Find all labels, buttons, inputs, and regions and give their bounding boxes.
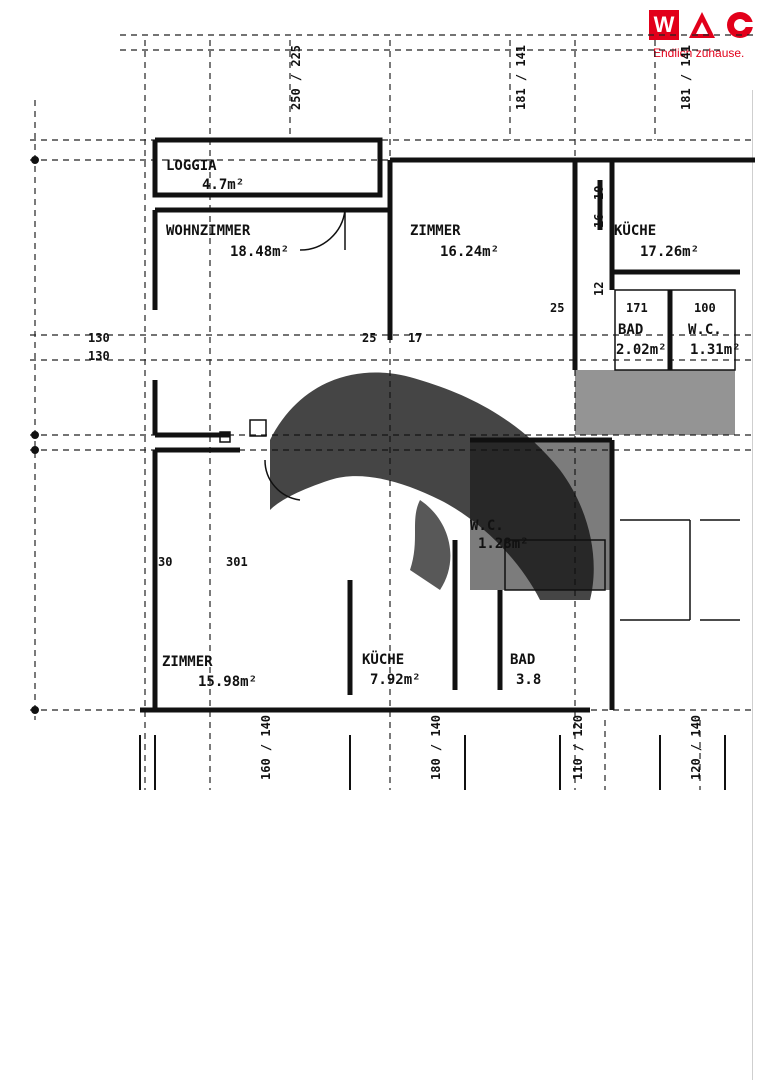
dim-inner-2: 17 — [408, 331, 422, 345]
dim-top-2: 181 / 141 — [514, 45, 528, 110]
room-name-loggia: LOGGIA — [166, 158, 217, 174]
room-name-kueche-top: KÜCHE — [614, 221, 656, 239]
room-labels: LOGGIA 4.7m² WOHNZIMMER 18.48m² ZIMMER 1… — [162, 158, 741, 690]
dim-inner-8: 10 — [592, 186, 606, 200]
room-name-wc-right: W.C. — [688, 322, 722, 338]
room-name-bad-right: BAD — [618, 322, 643, 338]
dim-bottom-1: 160 / 140 — [259, 715, 273, 780]
room-area-kueche-bottom: 7.92m² — [370, 672, 421, 688]
room-area-zimmer-bottom: 15.98m² — [198, 674, 257, 690]
page-edge — [752, 90, 753, 1080]
room-area-kueche-top: 17.26m² — [640, 244, 699, 260]
logo-letter-a — [689, 12, 715, 38]
dim-bottom-2: 180 / 140 — [429, 715, 443, 780]
dim-inner-9: 16 — [592, 214, 606, 228]
dim-bottom-3: 110 / 120 — [571, 715, 585, 780]
logo-letter-g — [727, 12, 754, 38]
room-name-wohnzimmer: WOHNZIMMER — [166, 223, 251, 239]
dim-inner-7: 100 — [694, 301, 716, 315]
scan-noise — [270, 370, 735, 600]
dim-inner-6: 171 — [626, 301, 648, 315]
dim-inner-1: 25 — [362, 331, 376, 345]
dim-inner-4: 30 — [158, 555, 172, 569]
room-area-wc-center: 1.28m² — [478, 536, 529, 552]
dim-bottom-4: 120 / 140 — [689, 715, 703, 780]
room-area-wohnzimmer: 18.48m² — [230, 244, 289, 260]
room-area-wc-right: 1.31m² — [690, 342, 741, 358]
dim-inner-10: 12 — [592, 282, 606, 296]
dim-inner-3: 25 — [550, 301, 564, 315]
room-area-loggia: 4.7m² — [202, 177, 244, 193]
room-name-kueche-bottom: KÜCHE — [362, 650, 404, 668]
room-name-zimmer-top: ZIMMER — [410, 223, 461, 239]
dim-top-3: 181 / 141 — [679, 45, 693, 110]
room-area-bad-bottom: 3.8 — [516, 672, 541, 688]
room-name-zimmer-bottom: ZIMMER — [162, 654, 213, 670]
room-area-zimmer-top: 16.24m² — [440, 244, 499, 260]
dim-top-1: 250 / 225 — [289, 45, 303, 110]
dimension-labels: 250 / 225 181 / 141 181 / 141 130 130 25… — [88, 45, 716, 780]
fixtures — [219, 209, 740, 621]
dim-left-2: 130 — [88, 349, 110, 363]
dim-inner-5: 301 — [226, 555, 248, 569]
room-area-bad-right: 2.02m² — [616, 342, 667, 358]
dim-left-1: 130 — [88, 331, 110, 345]
tick-marks — [31, 156, 726, 790]
room-name-bad-bottom: BAD — [510, 652, 535, 668]
room-name-wc-center: W.C. — [470, 518, 504, 534]
